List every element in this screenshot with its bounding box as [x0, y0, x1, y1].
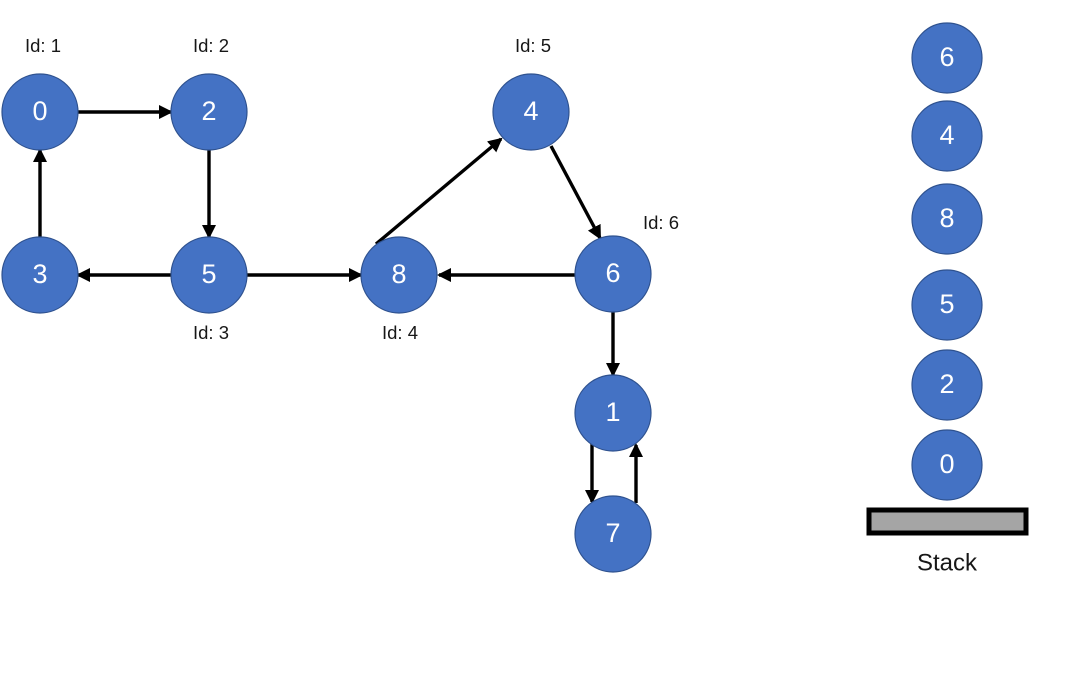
stack-item-2[interactable]: 2: [911, 349, 983, 421]
stack-item-circle[interactable]: [911, 269, 983, 341]
stack-item-label: 8: [939, 203, 954, 233]
stack-item-label: 2: [939, 369, 954, 399]
stack-item-circle[interactable]: [911, 100, 983, 172]
node-id-label-id4: Id: 4: [382, 322, 418, 343]
node-id-label-id5: Id: 5: [515, 35, 551, 56]
graph-node-circle[interactable]: [170, 73, 248, 151]
stack-item-circle[interactable]: [911, 349, 983, 421]
graph-node-6[interactable]: 6: [574, 235, 652, 313]
id-labels-group: Id: 1 Id: 2 Id: 3 Id: 4 Id: 5 Id: 6: [25, 35, 679, 343]
graph-node-label: 8: [391, 259, 406, 289]
node-id-label-id6: Id: 6: [643, 212, 679, 233]
graph-node-8[interactable]: 8: [360, 236, 438, 314]
stack-item-circle[interactable]: [911, 183, 983, 255]
graph-node-7[interactable]: 7: [574, 495, 652, 573]
graph-node-label: 4: [523, 96, 538, 126]
node-id-label-id1: Id: 1: [25, 35, 61, 56]
stack-base-bar: [866, 507, 1029, 536]
stack-item-8[interactable]: 8: [911, 183, 983, 255]
node-id-label-id3: Id: 3: [193, 322, 229, 343]
graph-node-label: 0: [32, 96, 47, 126]
stack-item-5[interactable]: 5: [911, 269, 983, 341]
graph-node-label: 7: [605, 518, 620, 548]
stack-item-4[interactable]: 4: [911, 100, 983, 172]
graph-node-label: 6: [605, 258, 620, 288]
node-id-label-id2: Id: 2: [193, 35, 229, 56]
graph-node-label: 5: [201, 259, 216, 289]
graph-edge-8-to-4: [374, 137, 503, 246]
graph-node-circle[interactable]: [170, 236, 248, 314]
graph-node-circle[interactable]: [574, 374, 652, 452]
graph-node-label: 2: [201, 96, 216, 126]
graph-node-circle[interactable]: [492, 73, 570, 151]
graph-node-1[interactable]: 1: [574, 374, 652, 452]
edges-group: [32, 104, 644, 505]
graph-node-0[interactable]: 0: [1, 73, 79, 151]
graph-node-circle[interactable]: [360, 236, 438, 314]
stack-item-label: 6: [939, 42, 954, 72]
graph-node-circle[interactable]: [1, 236, 79, 314]
graph-node-4[interactable]: 4: [492, 73, 570, 151]
stack-item-0[interactable]: 0: [911, 429, 983, 501]
graph-node-3[interactable]: 3: [1, 236, 79, 314]
stack-item-label: 0: [939, 449, 954, 479]
nodes-group: 0 2 3 5 8 4 6 1 7: [1, 73, 652, 573]
graph-edge-4-to-6: [549, 145, 602, 240]
stack-caption: Stack: [917, 549, 978, 576]
stack-item-label: 5: [939, 289, 954, 319]
stack-item-circle[interactable]: [911, 429, 983, 501]
stack-item-6[interactable]: 6: [911, 22, 983, 94]
graph-node-2[interactable]: 2: [170, 73, 248, 151]
graph-node-label: 3: [32, 259, 47, 289]
graph-node-label: 1: [605, 397, 620, 427]
graph-node-5[interactable]: 5: [170, 236, 248, 314]
stack-item-circle[interactable]: [911, 22, 983, 94]
graph-node-circle[interactable]: [574, 495, 652, 573]
stack-item-label: 4: [939, 120, 954, 150]
graph-node-circle[interactable]: [574, 235, 652, 313]
graph-node-circle[interactable]: [1, 73, 79, 151]
